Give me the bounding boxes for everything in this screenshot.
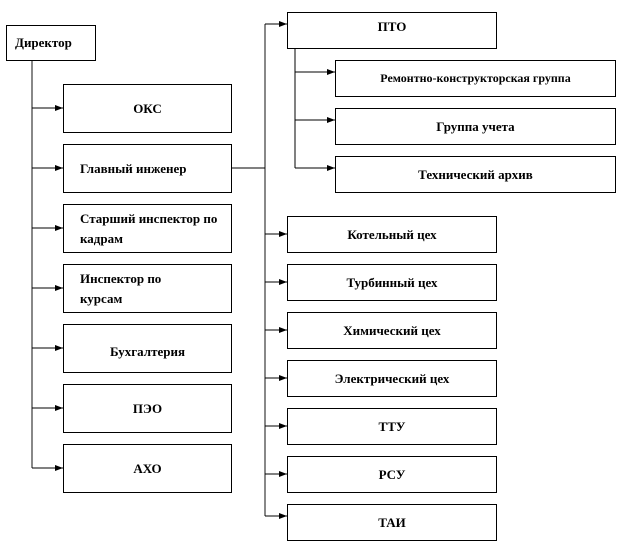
unit-label: Главный инженер — [80, 160, 187, 176]
unit-technical-archive: Технический архив — [335, 156, 616, 193]
unit-ttu: ТТУ — [287, 408, 497, 445]
unit-label: ТТУ — [378, 418, 406, 434]
unit-label: Бухгалтерия — [110, 343, 185, 359]
unit-boiler-shop: Котельный цех — [287, 216, 497, 253]
unit-label: Инспектор по курсам — [80, 270, 162, 306]
unit-label: АХО — [133, 460, 162, 476]
unit-senior-hr-inspector: Старший инспектор по кадрам — [63, 204, 232, 253]
unit-pto: ПТО — [287, 12, 497, 49]
unit-electrical-shop: Электрический цех — [287, 360, 497, 397]
director-box: Директор — [6, 25, 96, 61]
unit-label: Технический архив — [418, 166, 533, 182]
unit-label: РСУ — [378, 466, 406, 482]
unit-label: ТАИ — [378, 514, 406, 530]
director-label: Директор — [15, 35, 72, 50]
unit-rsu: РСУ — [287, 456, 497, 493]
unit-label: Электрический цех — [334, 370, 450, 386]
unit-aho: АХО — [63, 444, 232, 493]
unit-label: ПТО — [377, 19, 407, 34]
unit-courses-inspector: Инспектор по курсам — [63, 264, 232, 313]
unit-label: Группа учета — [436, 118, 515, 134]
unit-accounting: Бухгалтерия — [63, 324, 232, 373]
unit-label: Ремонтно-конструкторская группа — [380, 71, 571, 85]
unit-chief-engineer: Главный инженер — [63, 144, 232, 193]
unit-repair-design-group: Ремонтно-конструкторская группа — [335, 60, 616, 97]
unit-label: Старший инспектор по кадрам — [80, 210, 218, 246]
unit-chemical-shop: Химический цех — [287, 312, 497, 349]
unit-label: ПЭО — [132, 400, 163, 416]
unit-label: Турбинный цех — [346, 274, 438, 290]
unit-oks: ОКС — [63, 84, 232, 133]
unit-peo: ПЭО — [63, 384, 232, 433]
unit-turbine-shop: Турбинный цех — [287, 264, 497, 301]
unit-label: Химический цех — [343, 322, 441, 338]
unit-tai: ТАИ — [287, 504, 497, 541]
unit-label: Котельный цех — [347, 226, 437, 242]
unit-label: ОКС — [133, 100, 162, 116]
unit-accounting-group: Группа учета — [335, 108, 616, 145]
